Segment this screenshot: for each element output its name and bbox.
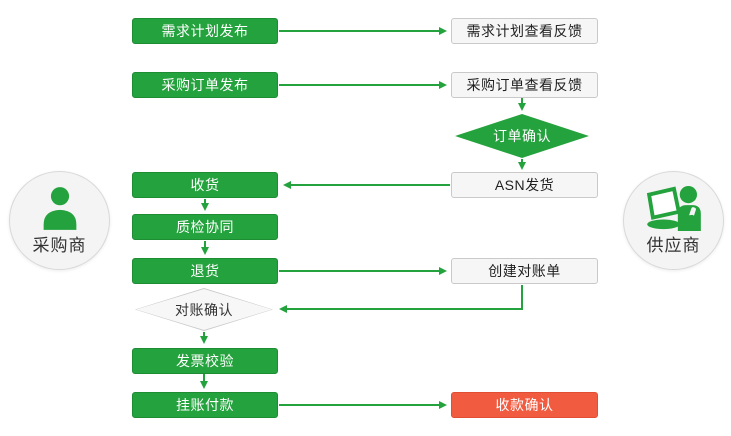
buyer-actor: 采购商 — [9, 171, 110, 270]
statement-confirm-label: 对账确认 — [175, 301, 233, 318]
node-demand-plan-release: 需求计划发布 — [132, 18, 278, 44]
node-order-confirm: 订单确认 — [455, 114, 589, 158]
buyer-person-icon — [43, 187, 76, 230]
node-pending-payment: 挂账付款 — [132, 392, 278, 418]
node-po-release: 采购订单发布 — [132, 72, 278, 98]
arrow-statement-to-confirm — [279, 285, 523, 313]
node-quality-check: 质检协同 — [132, 214, 278, 240]
node-demand-plan-feedback: 需求计划查看反馈 — [451, 18, 598, 44]
node-asn-ship: ASN发货 — [451, 172, 598, 198]
supplier-actor: 供应商 — [623, 171, 724, 270]
node-create-statement: 创建对账单 — [451, 258, 598, 284]
supplier-laptop-person-icon — [646, 185, 701, 231]
node-statement-confirm: 对账确认 — [135, 288, 273, 331]
node-return-goods: 退货 — [132, 258, 278, 284]
order-confirm-label: 订单确认 — [493, 128, 551, 144]
node-payment-confirm: 收款确认 — [451, 392, 598, 418]
buyer-label: 采购商 — [32, 236, 87, 255]
node-po-feedback: 采购订单查看反馈 — [451, 72, 598, 98]
supplier-label: 供应商 — [646, 236, 701, 255]
node-receiving: 收货 — [132, 172, 278, 198]
node-invoice-verify: 发票校验 — [132, 348, 278, 374]
